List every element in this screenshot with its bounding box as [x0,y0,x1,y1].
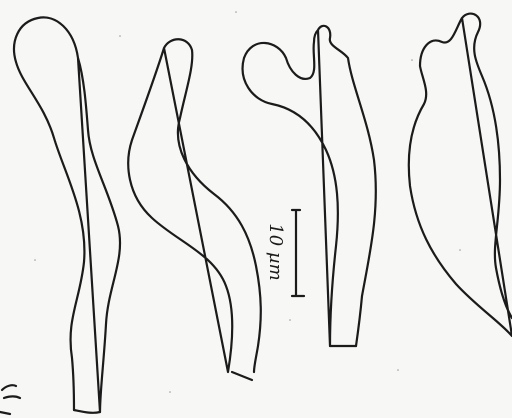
hypha-2-outline [128,39,261,372]
hypha-3-outline [243,26,376,346]
scale-bar [292,210,304,296]
hypha-4-outline [409,14,512,336]
hypha-2-base [232,372,252,380]
scale-bar-label: 10 µm [265,223,286,280]
corner-mark [0,412,10,414]
paper-specks [34,11,461,393]
hypha-1-outline [14,17,120,412]
hypha-1-base [74,410,100,413]
stray-mark [2,385,20,398]
